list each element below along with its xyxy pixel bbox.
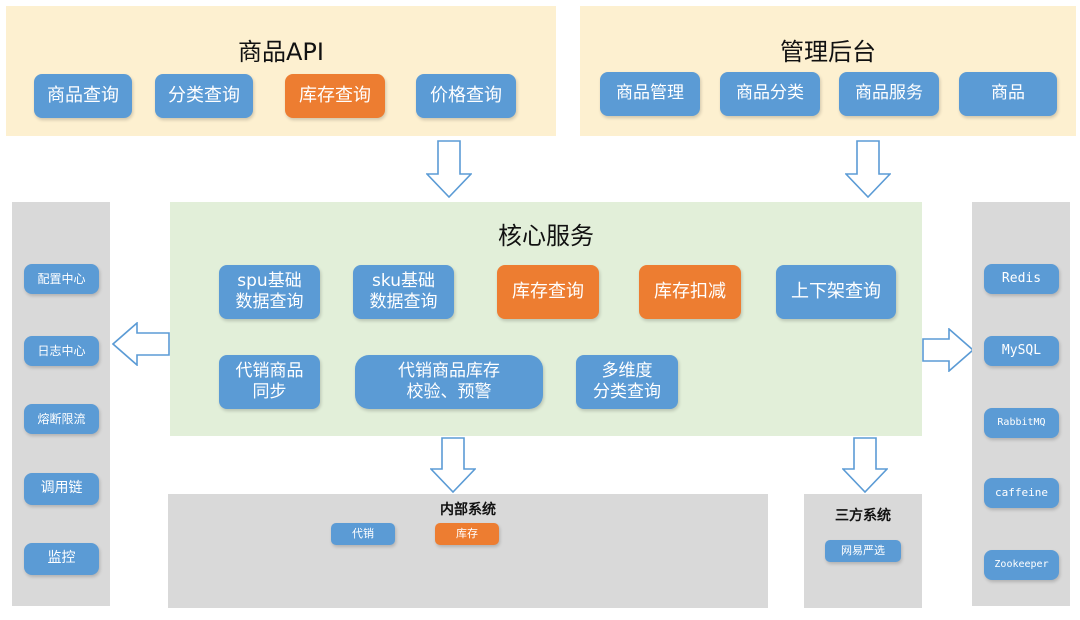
netease-yanxuan-button[interactable]: 网易严选	[825, 540, 901, 562]
product-button[interactable]: 商品	[959, 72, 1057, 116]
down-arrow-icon	[842, 437, 888, 493]
spu-query-button[interactable]: spu基础 数据查询	[219, 265, 320, 319]
product-service-button[interactable]: 商品服务	[839, 72, 939, 116]
right-arrow-icon	[922, 328, 974, 372]
category-query-button[interactable]: 分类查询	[155, 74, 253, 118]
stock-query-button[interactable]: 库存查询	[285, 74, 385, 118]
circuit-breaker-button[interactable]: 熔断限流	[24, 404, 99, 434]
admin-panel: 管理后台 商品管理 商品分类 商品服务 商品	[580, 6, 1076, 136]
product-category-button[interactable]: 商品分类	[720, 72, 820, 116]
product-management-button[interactable]: 商品管理	[600, 72, 700, 116]
core-service-title: 核心服务	[498, 222, 594, 250]
sku-query-button[interactable]: sku基础 数据查询	[353, 265, 454, 319]
down-arrow-icon	[426, 140, 472, 198]
call-chain-button[interactable]: 调用链	[24, 473, 99, 505]
log-center-button[interactable]: 日志中心	[24, 336, 99, 366]
down-arrow-icon	[845, 140, 891, 198]
left-sidebar: 配置中心 日志中心 熔断限流 调用链 监控	[12, 202, 110, 606]
consignment-sync-button[interactable]: 代销商品 同步	[219, 355, 320, 409]
zookeeper-button[interactable]: Zookeeper	[984, 550, 1059, 580]
inventory-button[interactable]: 库存	[435, 523, 499, 545]
redis-button[interactable]: Redis	[984, 264, 1059, 294]
consignment-stock-check-button[interactable]: 代销商品库存 校验、预警	[355, 355, 543, 409]
internal-system-panel: 内部系统 代销 库存	[168, 494, 768, 608]
third-party-title: 三方系统	[835, 508, 891, 524]
admin-title: 管理后台	[780, 38, 876, 66]
core-service-panel: 核心服务 spu基础 数据查询 sku基础 数据查询 库存查询 库存扣减 上下架…	[170, 202, 922, 436]
third-party-panel: 三方系统 网易严选	[804, 494, 922, 608]
caffeine-button[interactable]: caffeine	[984, 478, 1059, 508]
consignment-button[interactable]: 代销	[331, 523, 395, 545]
product-query-button[interactable]: 商品查询	[34, 74, 132, 118]
monitoring-button[interactable]: 监控	[24, 543, 99, 575]
multi-dimension-query-button[interactable]: 多维度 分类查询	[576, 355, 678, 409]
mysql-button[interactable]: MySQL	[984, 336, 1059, 366]
left-arrow-icon	[112, 322, 170, 366]
internal-system-title: 内部系统	[440, 502, 496, 518]
product-api-panel: 商品API 商品查询 分类查询 库存查询 价格查询	[6, 6, 556, 136]
stock-deduct-button[interactable]: 库存扣减	[639, 265, 741, 319]
right-sidebar: Redis MySQL RabbitMQ caffeine Zookeeper	[972, 202, 1070, 606]
product-api-title: 商品API	[238, 38, 324, 66]
listing-query-button[interactable]: 上下架查询	[776, 265, 896, 319]
down-arrow-icon	[430, 437, 476, 493]
config-center-button[interactable]: 配置中心	[24, 264, 99, 294]
core-stock-query-button[interactable]: 库存查询	[497, 265, 599, 319]
price-query-button[interactable]: 价格查询	[416, 74, 516, 118]
rabbitmq-button[interactable]: RabbitMQ	[984, 408, 1059, 438]
